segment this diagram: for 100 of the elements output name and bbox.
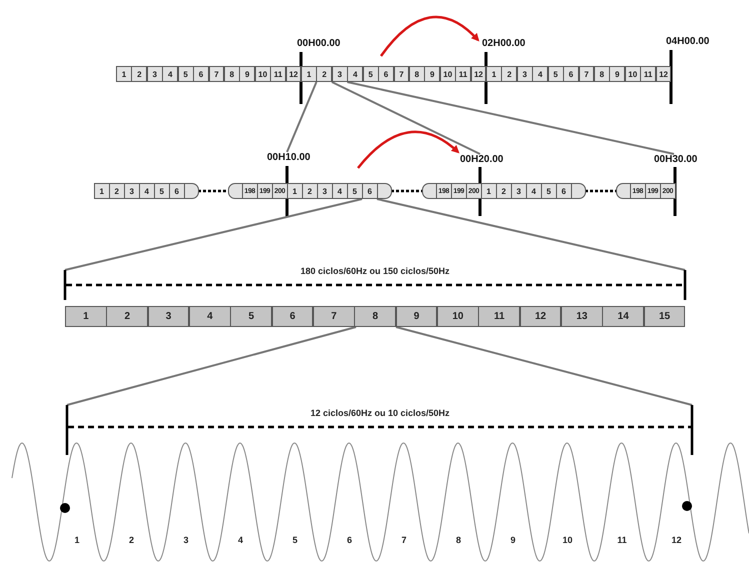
break-cell xyxy=(571,183,586,199)
timecode-label: 00H20.00 xyxy=(460,154,504,166)
timeline-cell: 8 xyxy=(408,66,425,82)
timeline-cell: 7 xyxy=(578,66,594,82)
timeline-cell: 3 xyxy=(516,66,533,82)
segment-cell: 5 xyxy=(230,306,272,327)
timeline-cell: 6 xyxy=(563,66,579,82)
segment-cell: 15 xyxy=(644,306,686,327)
timeline-cell: 9 xyxy=(609,66,626,82)
timecode-label: 04H00.00 xyxy=(666,36,710,48)
timeline-cell: 7 xyxy=(394,66,410,82)
zoom-projection-line xyxy=(347,81,674,155)
timeline-cell: 3 xyxy=(332,66,348,82)
cycle-number: 5 xyxy=(292,535,298,545)
timeline-cell: 1 xyxy=(481,183,496,199)
segment-cell: 11 xyxy=(478,306,520,327)
timeline-cell: 7 xyxy=(208,66,224,82)
timeline-cell: 5 xyxy=(548,66,564,82)
cycle-number: 6 xyxy=(347,535,352,545)
timeline-cell: 5 xyxy=(347,183,362,199)
timeline-cell: 2 xyxy=(496,183,512,199)
timeline-cell: 9 xyxy=(239,66,256,82)
break-cell xyxy=(377,183,392,199)
timecode-label: 02H00.00 xyxy=(482,38,526,50)
timeline-cell: 2 xyxy=(109,183,124,199)
timeline-cell: 12 xyxy=(656,66,672,82)
segment-cell: 4 xyxy=(189,306,231,327)
timeline-cell: 6 xyxy=(556,183,572,199)
timeline-cell: 3 xyxy=(146,66,163,82)
segment-cell: 7 xyxy=(313,306,355,327)
cycle-count-note: 180 ciclos/60Hz ou 150 ciclos/50Hz xyxy=(298,266,452,276)
segment-cell: 3 xyxy=(148,306,190,327)
timeline-cell: 4 xyxy=(526,183,542,199)
break-cell xyxy=(422,183,436,199)
timeline-cell: 10 xyxy=(624,66,641,82)
timeline-cell: 2 xyxy=(131,66,148,82)
timeline-cell: 4 xyxy=(532,66,548,82)
timeline-cell: 11 xyxy=(270,66,286,82)
segment-cell: 8 xyxy=(354,306,396,327)
timeline-cell: 8 xyxy=(594,66,610,82)
segment-cell: 1 xyxy=(65,306,107,327)
timeline-cell: 3 xyxy=(511,183,526,199)
timeline-cell: 5 xyxy=(154,183,170,199)
timeline-cell: 2 xyxy=(316,66,332,82)
cycle-number: 7 xyxy=(402,535,406,545)
timeline-cell: 2 xyxy=(302,183,318,199)
timeline-cell: 4 xyxy=(332,183,348,199)
timecode-label: 00H10.00 xyxy=(267,152,310,164)
break-cell xyxy=(616,183,630,199)
cycle-number: 11 xyxy=(617,535,627,545)
timeline-cell: 5 xyxy=(362,66,379,82)
timecode-label: 00H30.00 xyxy=(654,154,698,166)
timeline-cell: 1 xyxy=(116,66,132,82)
segment-cell: 6 xyxy=(272,306,314,327)
timeline-cell: 11 xyxy=(455,66,472,82)
timeline-cell: 10 xyxy=(254,66,271,82)
cycle-number: 9 xyxy=(510,535,516,545)
cycle-count-note: 12 ciclos/60Hz ou 10 ciclos/50Hz xyxy=(308,408,452,418)
timeline-cell: 6 xyxy=(169,183,184,199)
timeline-cell: 1 xyxy=(94,183,110,199)
timeline-cell: 2 xyxy=(501,66,518,82)
timeline-cell: 10 xyxy=(440,66,456,82)
cycle-number: 8 xyxy=(456,535,461,545)
zoom-projection-line xyxy=(331,81,480,155)
timeline-cell: 6 xyxy=(378,66,394,82)
cycle-number: 1 xyxy=(74,535,80,545)
timeline-cell: 11 xyxy=(640,66,656,82)
break-cell xyxy=(228,183,242,199)
cycle-number: 10 xyxy=(562,535,572,545)
timeline-cell: 3 xyxy=(124,183,140,199)
timeline-cell: 12 xyxy=(286,66,302,82)
timeline-cell: 1 xyxy=(287,183,302,199)
segment-cell: 13 xyxy=(561,306,603,327)
timeline-cell: 4 xyxy=(162,66,178,82)
timeline-cell: 3 xyxy=(317,183,332,199)
timeline-cell: 12 xyxy=(470,66,486,82)
zoom-projection-line xyxy=(286,82,318,152)
cycle-number: 3 xyxy=(184,535,188,545)
break-dotted-line xyxy=(198,190,228,192)
timecode-label: 00H00.00 xyxy=(297,38,340,50)
timeline-cell: 1 xyxy=(486,66,502,82)
break-cell xyxy=(184,183,198,199)
timeline-cell: 8 xyxy=(224,66,240,82)
cycle-number: 4 xyxy=(238,535,243,545)
timeline-cell: 5 xyxy=(178,66,194,82)
segment-cell: 10 xyxy=(437,306,479,327)
segment-cell: 9 xyxy=(396,306,438,327)
timeline-cell: 4 xyxy=(139,183,154,199)
segment-cell: 2 xyxy=(106,306,148,327)
cycle-number: 2 xyxy=(129,535,134,545)
timeline-cell: 9 xyxy=(424,66,440,82)
timeline-cell: 1 xyxy=(301,66,317,82)
timeline-cell: 5 xyxy=(541,183,556,199)
timeline-cell: 6 xyxy=(362,183,378,199)
break-dotted-line xyxy=(585,190,616,192)
timeline-cell: 4 xyxy=(347,66,364,82)
break-dotted-line xyxy=(391,190,422,192)
cycle-number: 12 xyxy=(672,535,682,545)
timeline-cell: 6 xyxy=(193,66,209,82)
segment-cell: 12 xyxy=(520,306,562,327)
